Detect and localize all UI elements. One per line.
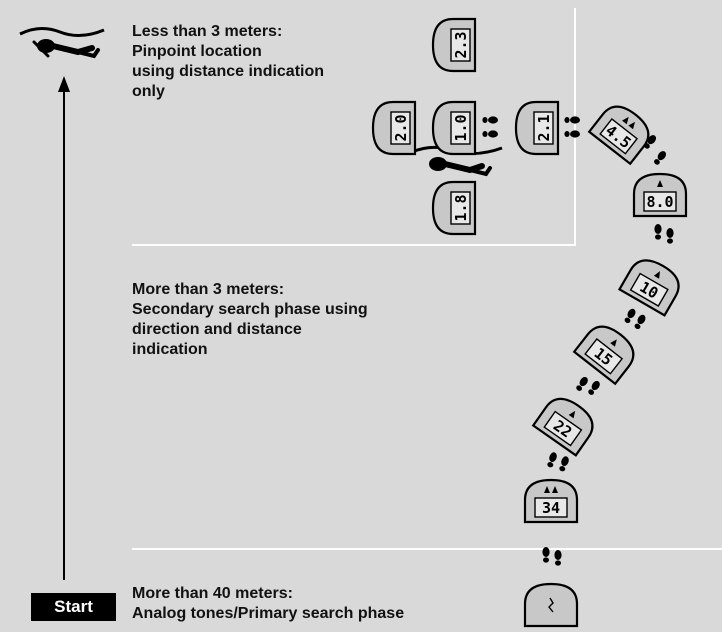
footprint-icon	[666, 228, 674, 244]
mid-zone-label: More than 3 meters: Secondary search pha…	[132, 280, 368, 360]
distance-reading: 1.8	[452, 194, 470, 221]
transceiver-icon: 10	[617, 259, 680, 317]
transceiver-icon: 2.0	[371, 100, 417, 156]
direction-arrow-icon	[657, 180, 663, 187]
footprint-icon	[564, 130, 580, 138]
footsteps	[482, 116, 674, 566]
transceiver-icon: 22	[531, 397, 594, 457]
distance-reading: 1.0	[452, 114, 470, 141]
distance-reading: 34	[542, 499, 560, 517]
direction-arrow-icon	[628, 121, 636, 130]
transceiver-icon: 2.1	[514, 100, 560, 156]
near-zone-line: only	[132, 83, 165, 100]
transceiver-icon: 1.8	[431, 180, 477, 236]
footprint-icon	[624, 308, 636, 324]
footprint-icon	[576, 376, 588, 391]
far-zone-line: More than 40 meters:	[132, 585, 293, 602]
far-zone-line: Analog tones/Primary search phase	[132, 605, 405, 622]
footprint-icon	[654, 151, 667, 165]
start-button[interactable]: Start	[31, 593, 116, 621]
footprint-icon	[554, 550, 562, 566]
transceiver-icon	[523, 582, 579, 628]
direction-arrow-icon	[653, 271, 660, 279]
search-progress-arrow-icon	[58, 76, 70, 580]
footprint-icon	[482, 116, 498, 124]
direction-arrow-icon	[622, 116, 629, 125]
transceiver-icon: 2.3	[431, 17, 477, 73]
footprint-icon	[644, 135, 657, 149]
transceiver-icon: 15	[572, 325, 635, 386]
footprint-icon	[542, 547, 550, 563]
near-zone-line: using distance indication	[132, 63, 325, 80]
distance-reading: 8.0	[646, 193, 673, 211]
near-zone-line: Pinpoint location	[132, 43, 262, 60]
distance-reading: 2.1	[535, 114, 553, 141]
direction-arrow-icon	[544, 486, 550, 493]
footprint-icon	[559, 456, 569, 472]
transceiver-icon: 34	[523, 478, 579, 524]
far-zone-label: More than 40 meters: Analog tones/Primar…	[132, 584, 404, 624]
transceiver-icon: 8.0	[632, 172, 688, 218]
mid-zone-line: Secondary search phase using	[132, 301, 368, 318]
near-zone-label: Less than 3 meters: Pinpoint location us…	[132, 22, 324, 102]
analog-signal-icon	[548, 597, 554, 613]
direction-arrow-icon	[568, 410, 576, 419]
transceiver-icon: 4.5	[587, 105, 650, 166]
near-zone-boundary	[132, 8, 576, 246]
footprint-icon	[634, 314, 646, 330]
avalanche-victim-icon	[19, 27, 105, 59]
direction-arrow-icon	[552, 486, 558, 493]
distance-reading: 2.0	[392, 114, 410, 141]
footprint-icon	[547, 452, 557, 468]
footprint-icon	[588, 380, 600, 395]
mid-zone-line: indication	[132, 341, 208, 358]
footprint-icon	[654, 224, 662, 240]
footprint-icon	[564, 116, 580, 124]
direction-arrow-icon	[610, 339, 617, 347]
footprint-icon	[482, 130, 498, 138]
transceivers: 2.3 2.0 1.0 2.1 1.8 4.5 8.0 10 15 22 34	[371, 17, 688, 628]
distance-reading: 2.3	[452, 31, 470, 58]
mid-zone-line: direction and distance	[132, 321, 302, 338]
mid-zone-line: More than 3 meters:	[132, 281, 285, 298]
transceiver-icon: 1.0	[431, 100, 477, 156]
near-zone-line: Less than 3 meters:	[132, 23, 283, 40]
